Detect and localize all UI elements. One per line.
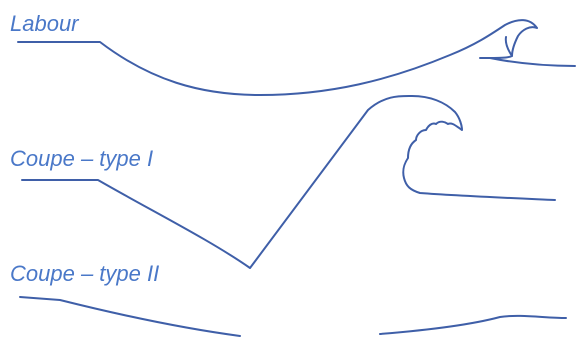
wave-profile-labour <box>17 19 576 96</box>
wave-profile-coupe-type-1 <box>21 94 556 269</box>
label-coupe-type-2: Coupe – type II <box>10 261 160 286</box>
label-coupe-type-1: Coupe – type I <box>10 146 154 171</box>
wave-profile-coupe-type-2 <box>19 296 567 337</box>
label-labour: Labour <box>10 11 79 36</box>
